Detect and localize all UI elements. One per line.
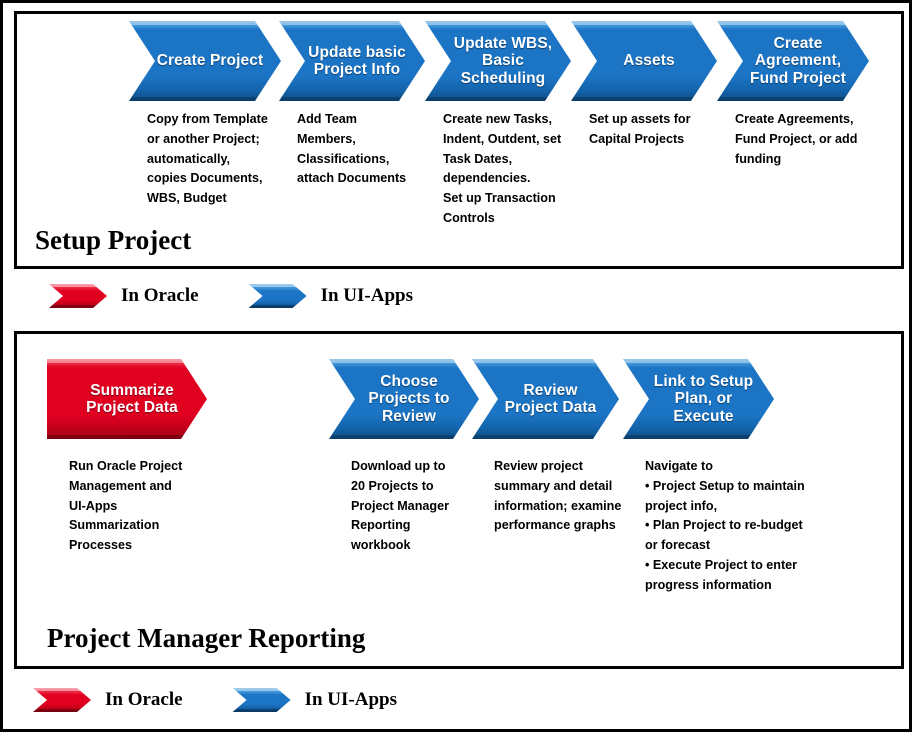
chevron-container: Update WBS, Basic Scheduling (425, 21, 571, 101)
step-description: Navigate to • Project Setup to maintain … (645, 459, 805, 592)
panel-title-setup-project: Setup Project (35, 225, 192, 255)
chevron-container: Create Agreement, Fund Project (717, 21, 869, 101)
legend-label: In UI-Apps (304, 689, 397, 710)
chevron-container: Assets (571, 21, 717, 101)
legend-label: In UI-Apps (320, 285, 413, 306)
chevron-container: Summarize Project Data (47, 359, 207, 439)
chevron-label: Summarize Project Data (86, 381, 178, 416)
legend-item-blue: In UI-Apps (233, 688, 397, 712)
chevron-label: Create Project (156, 52, 264, 70)
chevron-label: Review Project Data (504, 381, 597, 416)
chevron-container: Link to Setup Plan, or Execute (623, 359, 774, 439)
chevron-container: Update basic Project Info (279, 21, 425, 101)
chevron-label: Assets (623, 52, 675, 70)
step-description: Run Oracle Project Management and UI-App… (69, 459, 183, 553)
step-description: Create new Tasks, Indent, Outdent, set T… (443, 112, 562, 225)
legend-chevron-red-icon (49, 284, 107, 308)
chevron-label: Update WBS, Basic Scheduling (453, 34, 553, 87)
legend-item-red: In Oracle (49, 284, 199, 308)
chevron-step-4[interactable]: Assets (571, 21, 717, 101)
chevron-step-1[interactable]: Create Project (129, 21, 281, 101)
chevron-label: Create Agreement, Fund Project (750, 34, 846, 87)
chevron-container: Create Project (129, 21, 281, 101)
chevron-step-4[interactable]: Link to Setup Plan, or Execute (623, 359, 774, 439)
chevron-step-1[interactable]: Summarize Project Data (47, 359, 207, 439)
chevron-step-3[interactable]: Update WBS, Basic Scheduling (425, 21, 571, 101)
chevron-step-2[interactable]: Choose Projects to Review (329, 359, 479, 439)
chevron-label: Update basic Project Info (308, 43, 406, 78)
legend-chevron-blue-icon (233, 688, 291, 712)
legend-top: In Oracle In UI-Apps (49, 284, 413, 308)
chevron-label: Link to Setup Plan, or Execute (653, 372, 754, 425)
legend-chevron-red-icon (33, 688, 91, 712)
legend-label: In Oracle (105, 689, 183, 710)
chevron-step-2[interactable]: Update basic Project Info (279, 21, 425, 101)
step-description: Set up assets for Capital Projects (589, 112, 691, 146)
legend-bottom: In Oracle In UI-Apps (33, 688, 397, 712)
panel-title-project-manager-reporting: Project Manager Reporting (47, 623, 366, 653)
chevron-container: Choose Projects to Review (329, 359, 479, 439)
step-description: Create Agreements, Fund Project, or add … (735, 112, 858, 166)
legend-item-blue: In UI-Apps (249, 284, 413, 308)
chevron-container: Review Project Data (472, 359, 619, 439)
legend-item-red: In Oracle (33, 688, 183, 712)
step-description: Download up to 20 Projects to Project Ma… (351, 459, 449, 553)
legend-label: In Oracle (121, 285, 199, 306)
step-description: Add Team Members, Classifications, attac… (297, 112, 407, 186)
chevron-step-5[interactable]: Create Agreement, Fund Project (717, 21, 869, 101)
step-description: Copy from Template or another Project; a… (147, 112, 268, 206)
step-description: Review project summary and detail inform… (494, 459, 622, 533)
legend-chevron-blue-icon (249, 284, 307, 308)
chevron-label: Choose Projects to Review (368, 372, 450, 425)
chevron-step-3[interactable]: Review Project Data (472, 359, 619, 439)
